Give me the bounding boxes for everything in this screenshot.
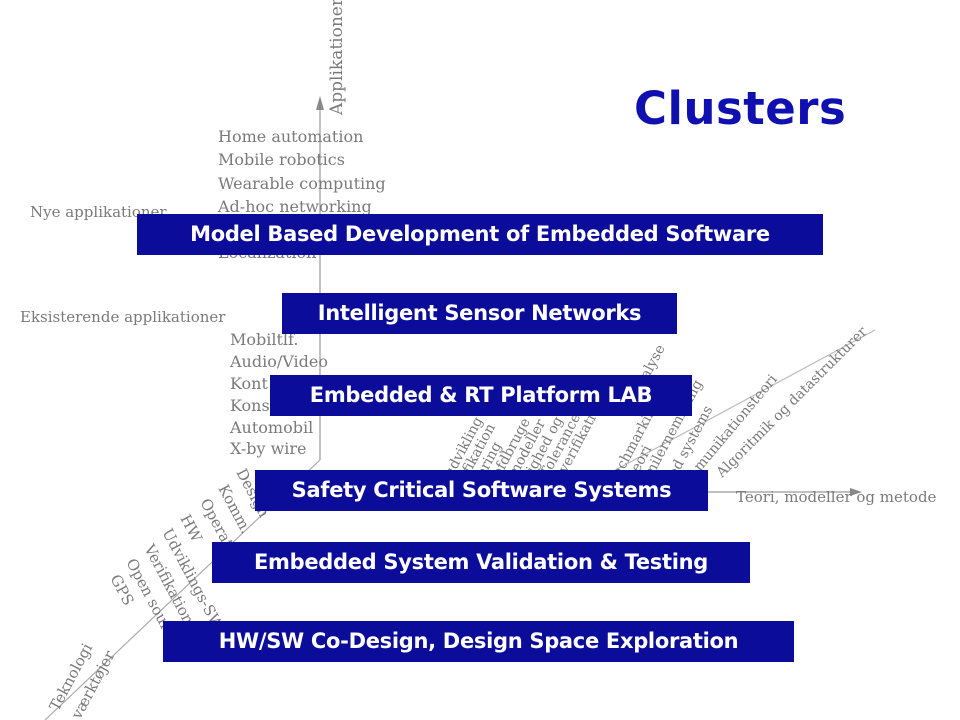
existing-app-item: Kont [230, 374, 268, 393]
existing-app-item: Automobil [229, 418, 313, 437]
theory-term: Algoritmik og datastrukturer [713, 324, 871, 482]
axis-applications-label: Applikationer [327, 0, 347, 116]
cluster-hw-sw-codesign: HW/SW Co-Design, Design Space Exploratio… [163, 621, 794, 662]
existing-app-item: Mobiltlf. [230, 330, 298, 349]
existing-app-item: Kons [230, 396, 270, 415]
new-app-item: Wearable computing [218, 174, 386, 193]
new-app-item: Mobile robotics [218, 150, 345, 169]
existing-app-item: X-by wire [230, 439, 307, 458]
existing-app-item: Audio/Video [229, 352, 328, 371]
new-app-item: Ad-hoc networking [217, 197, 372, 216]
cluster-validation-testing: Embedded System Validation & Testing [212, 542, 750, 583]
existing-apps-label: Eksisterende applikationer [20, 308, 226, 326]
axis-theory-label: Teori, modeller og metode [736, 488, 937, 506]
cluster-intelligent-sensor-networks: Intelligent Sensor Networks [282, 293, 677, 334]
cluster-model-based-development: Model Based Development of Embedded Soft… [137, 214, 823, 255]
new-app-item: Home automation [218, 127, 363, 146]
cluster-embedded-rt-platform-lab: Embedded & RT Platform LAB [270, 375, 692, 416]
page-title: Clusters [634, 82, 847, 135]
new-apps-label: Nye applikationer [30, 203, 167, 221]
cluster-safety-critical-software: Safety Critical Software Systems [255, 470, 708, 511]
